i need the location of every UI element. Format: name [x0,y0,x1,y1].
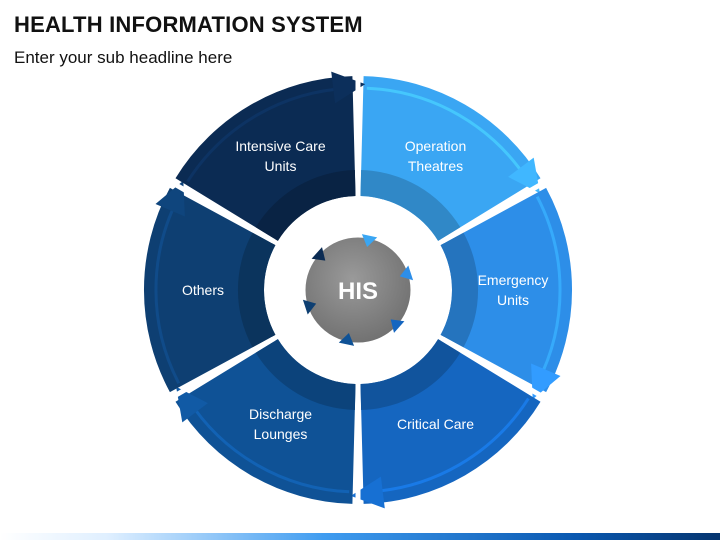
footer-bar [0,533,720,540]
segment-inner-band-others [237,232,276,348]
separator-line [441,336,547,401]
arrow-head-critical-care [350,476,385,509]
arrow-head-operation-theatres [508,157,540,194]
segment-inner-band-discharge-lounges [255,339,356,410]
segment-label-intensive-care-units: Intensive Care [235,138,325,154]
segment-rim-emergency-units [535,196,562,384]
segment-inner-band-emergency-units [440,232,479,348]
separator-line [169,179,275,244]
segment-label-operation-theatres: Operation [405,138,466,154]
hub-notch [311,247,326,261]
arrow-head-discharge-lounges [176,386,208,423]
segment-rim-critical-care [366,397,530,494]
separator-line [169,336,275,401]
segment-rim-discharge-lounges [186,397,350,494]
page-title: HEALTH INFORMATION SYSTEM [14,12,363,37]
segment-label-intensive-care-units-line2: Units [265,158,297,174]
segment-label-emergency-units-line2: Units [497,292,529,308]
arrow-head-intensive-care-units [331,71,366,104]
hub-notch [338,333,355,346]
segment-label-discharge-lounges-line2: Lounges [254,426,308,442]
segment-others [143,187,276,393]
segment-label-others: Others [182,282,224,298]
segment-rim-others [154,196,181,384]
separator-line [441,179,547,244]
segment-label-emergency-units: Emergency [478,272,549,288]
segment-label-operation-theatres-line2: Theatres [408,158,463,174]
arrow-head-emergency-units [531,363,561,400]
center-hub [302,234,414,346]
page-subtitle: Enter your sub headline here [14,48,233,67]
segment-label-critical-care: Critical Care [397,416,474,432]
segment-label-discharge-lounges: Discharge [249,406,312,422]
center-label: HIS [338,278,378,305]
segment-rim-intensive-care-units [186,86,350,183]
hub-notch [399,265,414,281]
segment-rim-operation-theatres [366,86,530,183]
hub-notch [302,299,317,315]
segment-inner-band-operation-theatres [360,170,461,241]
segment-inner-band-critical-care [360,339,461,410]
segment-emergency-units [440,187,573,393]
arrow-head-others [155,180,185,217]
segment-inner-band-intensive-care-units [255,170,356,241]
hub-notch [361,234,378,247]
hub-notch [390,319,405,333]
